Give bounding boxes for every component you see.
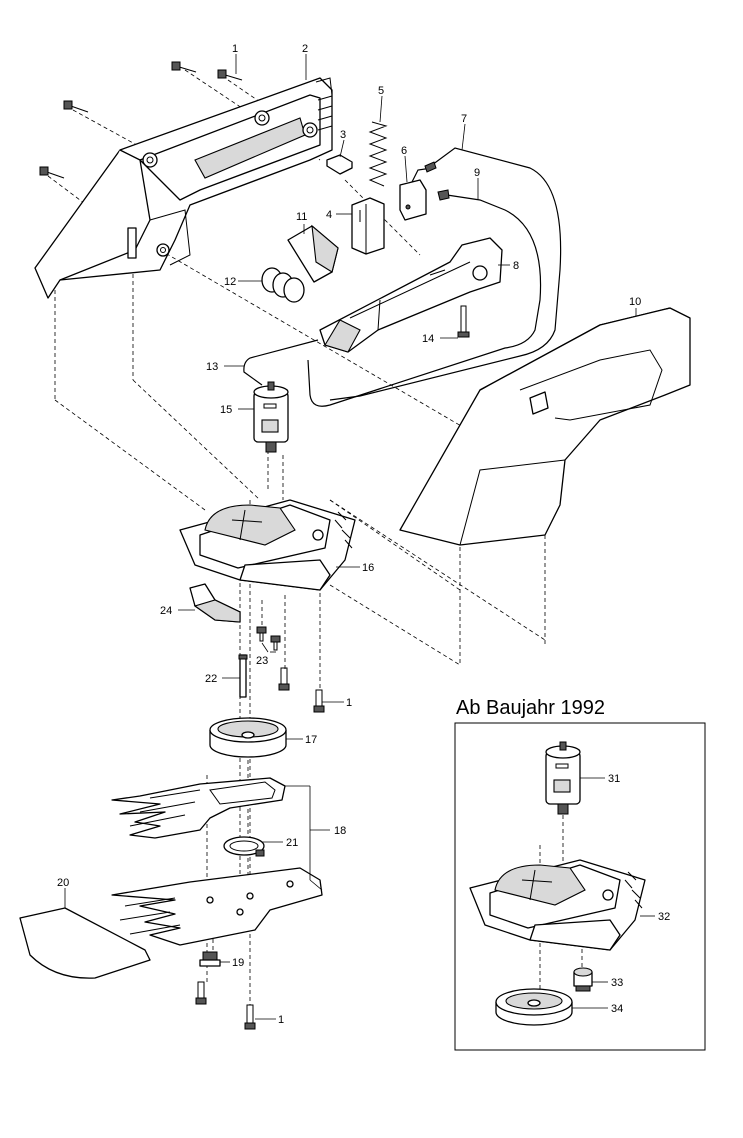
label-part-4: 4 xyxy=(326,209,332,221)
screw-top-b xyxy=(217,69,243,81)
label-part-6: 6 xyxy=(401,145,407,157)
part-32-housing xyxy=(469,859,646,951)
part-33-pinion xyxy=(573,967,593,992)
label-part-20: 20 xyxy=(57,877,69,889)
label-part-21: 21 xyxy=(286,837,298,849)
inset-title: Ab Baujahr 1992 xyxy=(456,697,605,719)
part-3-nut xyxy=(326,154,353,175)
label-part-31: 31 xyxy=(608,773,620,785)
label-part-1-mid: 1 xyxy=(346,697,352,709)
part-5-spring xyxy=(368,121,388,187)
screw-bottom-a xyxy=(195,981,207,1005)
part-14-screw xyxy=(457,305,470,338)
part-11-cap xyxy=(287,224,339,283)
label-part-32: 32 xyxy=(658,911,670,923)
label-part-23: 23 xyxy=(256,655,268,667)
wire-7 xyxy=(329,147,562,401)
label-part-2: 2 xyxy=(302,43,308,55)
label-part-1-bottom: 1 xyxy=(278,1014,284,1026)
part-4-switch-block xyxy=(351,197,385,255)
part-20-blade-guard xyxy=(19,907,151,979)
label-part-15: 15 xyxy=(220,404,232,416)
part-8-switch-lever xyxy=(319,237,503,353)
label-part-12: 12 xyxy=(224,276,236,288)
part-12-coil-spring xyxy=(261,267,305,303)
part-17-gear xyxy=(209,717,287,758)
part-31-motor xyxy=(545,741,581,815)
part-24-bumper xyxy=(189,583,241,623)
label-part-17: 17 xyxy=(305,734,317,746)
label-part-14: 14 xyxy=(422,333,434,345)
label-part-19: 19 xyxy=(232,957,244,969)
screw-top-a xyxy=(171,61,197,73)
part-10-right-housing xyxy=(399,307,691,546)
leader-lines xyxy=(64,54,637,1020)
screw-left-b xyxy=(39,166,65,179)
screw-left-a xyxy=(63,100,89,113)
part-19-nut xyxy=(199,951,221,967)
label-part-3: 3 xyxy=(340,129,346,141)
inset-panel: Ab Baujahr 1992 xyxy=(454,697,706,1051)
part-2-upper-housing xyxy=(34,77,333,299)
label-part-16: 16 xyxy=(362,562,374,574)
label-part-34: 34 xyxy=(611,1003,623,1015)
part-23-screws xyxy=(256,626,281,653)
part-6-microswitch xyxy=(399,167,433,221)
label-part-13: 13 xyxy=(206,361,218,373)
label-part-1-top: 1 xyxy=(232,43,238,55)
lower-blade xyxy=(111,867,323,946)
part-21-cam xyxy=(223,836,265,857)
label-part-33: 33 xyxy=(611,977,623,989)
inset-frame xyxy=(454,722,706,1051)
label-part-9: 9 xyxy=(474,167,480,179)
label-part-5: 5 xyxy=(378,85,384,97)
label-part-8: 8 xyxy=(513,260,519,272)
label-part-18: 18 xyxy=(334,825,346,837)
part-18-upper-blade xyxy=(111,777,286,839)
label-part-22: 22 xyxy=(205,673,217,685)
part-22-pin xyxy=(238,654,248,698)
label-part-24: 24 xyxy=(160,605,172,617)
screw-mid-b xyxy=(313,689,325,713)
wire-9 xyxy=(307,189,542,407)
label-part-7: 7 xyxy=(461,113,467,125)
screw-mid-a xyxy=(278,667,290,691)
part-34-gear xyxy=(495,988,573,1026)
wire-13 xyxy=(243,339,319,386)
part-16-lower-housing xyxy=(179,499,356,591)
label-part-10: 10 xyxy=(629,296,641,308)
screw-bottom-b xyxy=(244,1004,256,1030)
label-part-11: 11 xyxy=(296,211,307,223)
part-15-motor xyxy=(253,381,289,453)
part-labels: 1 2 3 5 6 7 9 4 11 12 8 10 14 13 15 16 2… xyxy=(57,43,641,1026)
